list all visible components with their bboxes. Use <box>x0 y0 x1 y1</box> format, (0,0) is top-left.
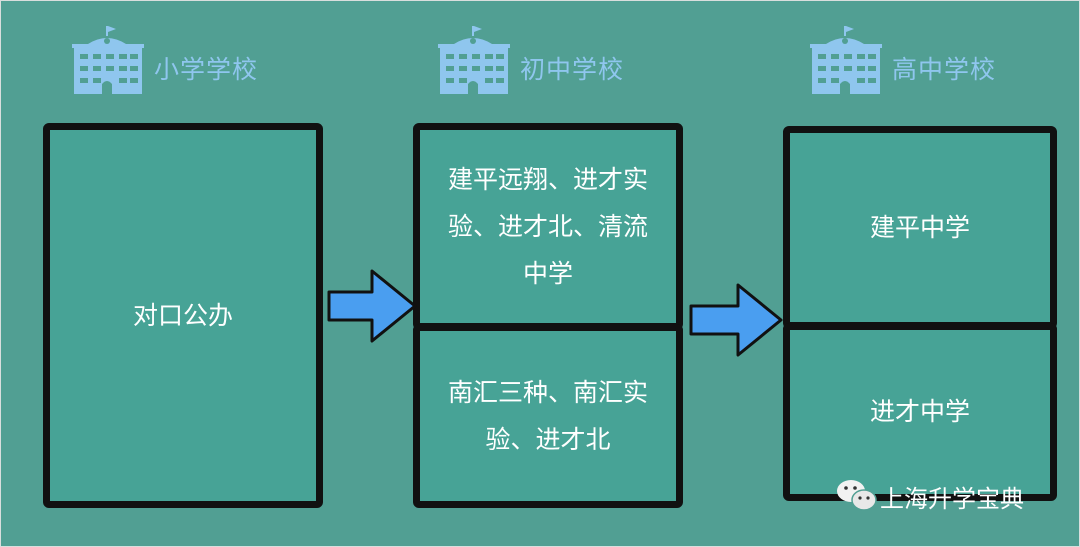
school-building-icon <box>810 26 882 94</box>
high-school-box-1: 建平中学 <box>783 126 1057 329</box>
column-title: 小学学校 <box>154 55 259 84</box>
column-title: 初中学校 <box>520 55 625 84</box>
box-text: 进才中学 <box>869 397 970 426</box>
box-text: 建平远翔、进才实验、进才北、清流中学 <box>447 165 648 288</box>
wechat-icon <box>837 480 877 511</box>
watermark-text: 上海升学宝典 <box>880 484 1024 513</box>
header-high-school: 高中学校 <box>808 26 996 96</box>
school-building-icon <box>72 26 144 94</box>
box-text: 建平中学 <box>869 212 970 242</box>
middle-school-box-1: 建平远翔、进才实验、进才北、清流中学 <box>413 123 683 330</box>
arrow-right-icon <box>327 269 417 343</box>
watermark: 上海升学宝典 <box>836 478 1024 514</box>
school-building-icon <box>438 26 510 94</box>
box-text: 南汇三种、南汇实验、进才北 <box>447 378 648 454</box>
middle-school-box-2: 南汇三种、南汇实验、进才北 <box>413 324 683 508</box>
column-title: 高中学校 <box>892 55 997 84</box>
high-school-box-2: 进才中学 <box>783 323 1057 501</box>
box-text: 对口公办 <box>132 300 233 330</box>
header-middle-school: 初中学校 <box>436 26 624 96</box>
arrow-right-icon <box>689 283 783 357</box>
header-primary-school: 小学学校 <box>70 26 258 96</box>
primary-school-box: 对口公办 <box>43 123 323 508</box>
